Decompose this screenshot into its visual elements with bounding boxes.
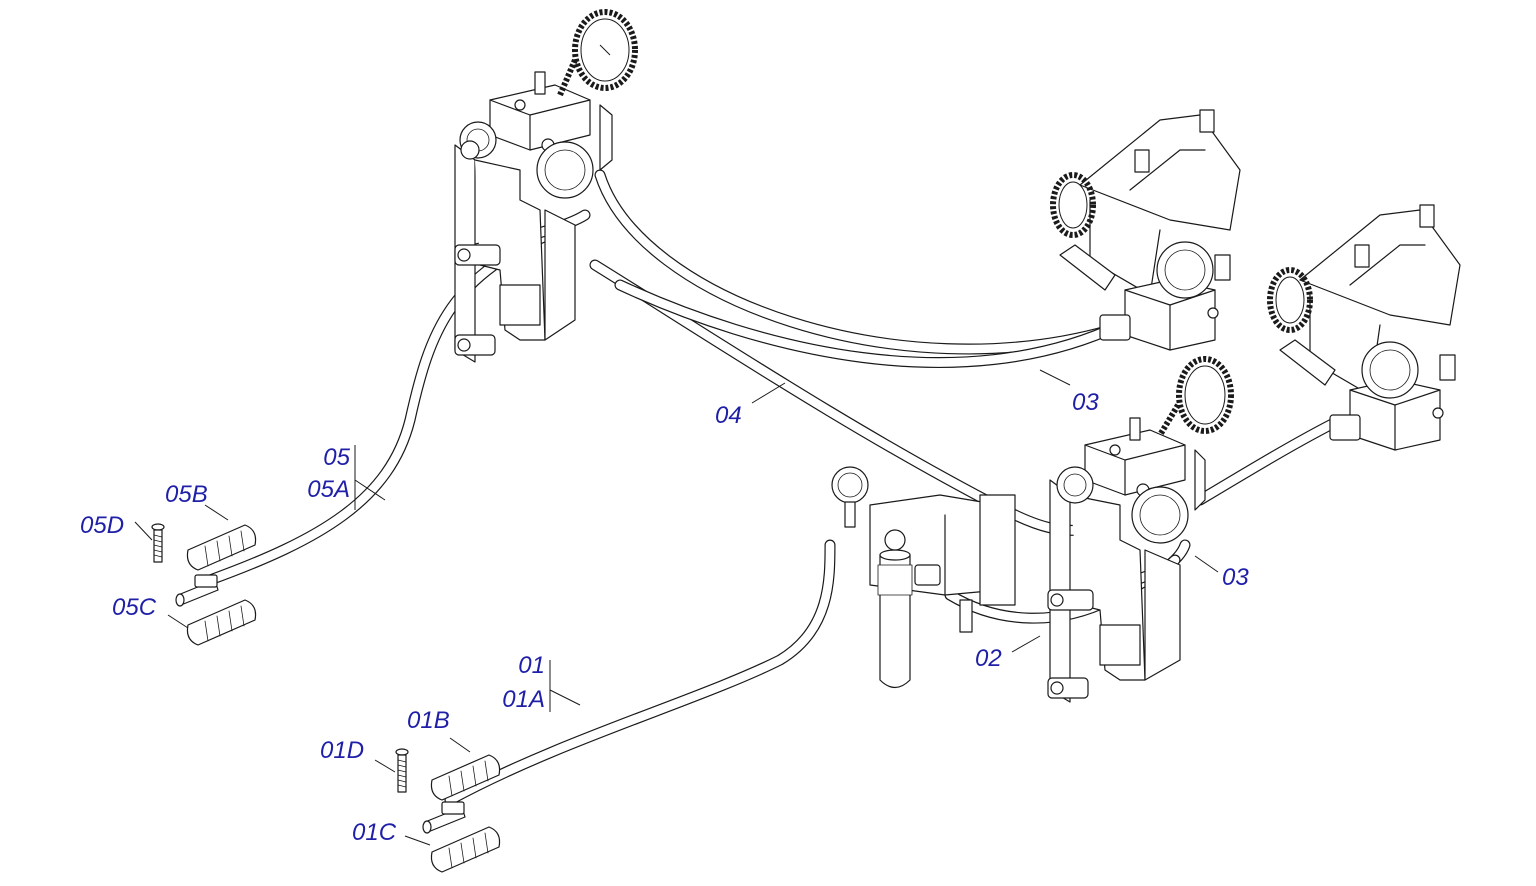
callout-labels: 05 05A 05B 05D 05C 01 01A 01B 01D 01C 02…: [80, 389, 1249, 846]
screw-01D: [395, 748, 409, 793]
callout-03-upper: 03: [1072, 389, 1099, 416]
hose-04: [589, 259, 1091, 536]
callout-01B: 01B: [407, 707, 450, 734]
hose-fitting-01: [422, 801, 466, 834]
callout-05A: 05A: [307, 476, 350, 503]
hose-fitting-05: [175, 574, 219, 607]
chain-sprocket-right-upper: [1050, 172, 1096, 238]
hose-clamp-01B: [430, 754, 501, 801]
callout-01: 01: [518, 652, 545, 679]
callout-02: 02: [975, 645, 1002, 672]
callout-03-lower: 03: [1222, 564, 1249, 591]
hose-03-lower: [1194, 414, 1346, 506]
hose-05: [204, 224, 566, 586]
chain-sprocket-bottom-right: [1157, 356, 1234, 437]
pump-assembly-bottom-right: [1047, 417, 1206, 703]
hose-clamp-01C: [430, 826, 501, 873]
chain-sprocket-top-left: [557, 9, 638, 97]
leader-lines: [134, 369, 1219, 846]
hose-clamp-05C: [186, 599, 257, 646]
screw-05D: [151, 523, 165, 563]
callout-01C: 01C: [352, 819, 397, 846]
chain-sprocket-right-lower: [1267, 267, 1313, 333]
callout-05B: 05B: [165, 481, 208, 508]
hose-01: [444, 539, 836, 806]
pump-assembly-top-left: [454, 71, 613, 363]
hose-03-upper-a: [594, 169, 1116, 355]
callout-04: 04: [715, 402, 742, 429]
motor-assembly-right-lower: [1279, 204, 1461, 451]
callout-05: 05: [323, 444, 350, 471]
callout-05D: 05D: [80, 512, 124, 539]
callout-01A: 01A: [502, 686, 545, 713]
hose-03-upper-b: [614, 279, 1126, 368]
callout-05C: 05C: [112, 594, 157, 621]
hose-clamp-05B: [186, 524, 257, 571]
filter-gauge-assembly: [831, 466, 1016, 689]
motor-assembly-right-upper: [1059, 109, 1241, 351]
callout-01D: 01D: [320, 737, 364, 764]
